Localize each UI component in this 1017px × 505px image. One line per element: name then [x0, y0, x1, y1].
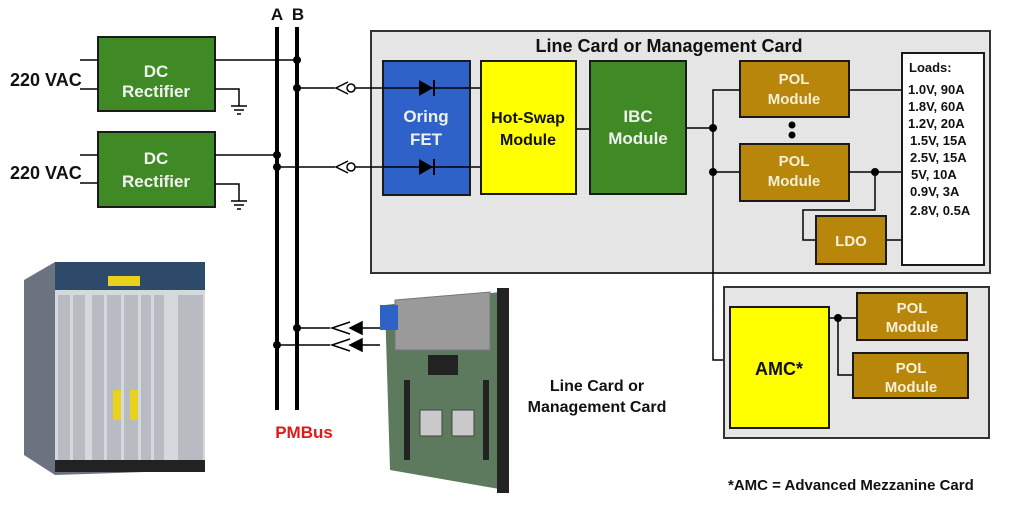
svg-text:IBC: IBC	[623, 107, 652, 126]
bus-b: B	[292, 5, 304, 410]
line-card-title: Line Card or Management Card	[535, 36, 802, 56]
pmbus-connector-icon	[297, 320, 380, 336]
load-item: 2.5V, 15A	[910, 150, 967, 165]
load-item: 0.9V, 3A	[910, 184, 960, 199]
ac-input-label: 220 VAC	[10, 163, 82, 183]
svg-text:Module: Module	[500, 132, 556, 149]
pol-module-2: POL Module	[739, 143, 850, 202]
svg-text:DC: DC	[144, 62, 169, 81]
svg-text:Rectifier: Rectifier	[122, 82, 190, 101]
svg-text:AMC*: AMC*	[755, 359, 803, 379]
svg-text:Module: Module	[886, 319, 939, 336]
junction-dot	[834, 314, 842, 322]
bus-a: A	[271, 5, 283, 410]
amc-pol-module-2: POL Module	[852, 352, 969, 399]
oring-fet-block: Oring FET	[382, 60, 471, 196]
dc-rectifier-2: DC Rectifier	[97, 131, 216, 208]
ac-input-label: 220 VAC	[10, 70, 82, 90]
ac-input-2: 220 VAC	[10, 154, 98, 184]
ac-input-1: 220 VAC	[10, 59, 98, 90]
loads-box: Loads: 1.0V, 90A 1.8V, 60A 1.2V, 20A 1.5…	[901, 52, 985, 266]
chassis-photo	[24, 262, 205, 475]
svg-text:Module: Module	[608, 129, 668, 148]
svg-text:LDO: LDO	[835, 233, 867, 250]
junction-dot	[709, 168, 717, 176]
junction-dot	[709, 124, 717, 132]
svg-text:POL: POL	[896, 360, 927, 377]
ground-icon	[215, 88, 247, 115]
junction-dot	[273, 151, 281, 159]
diode-icon	[419, 159, 435, 175]
footnote: *AMC = Advanced Mezzanine Card	[728, 477, 974, 494]
amc-block: AMC*	[729, 306, 830, 429]
ellipsis-dot	[788, 131, 796, 139]
hot-swap-block: Hot-Swap Module	[480, 60, 577, 195]
ground-icon	[215, 183, 247, 210]
svg-text:Rectifier: Rectifier	[122, 172, 190, 191]
line-card-photo	[380, 288, 509, 493]
load-item: 2.8V, 0.5A	[910, 203, 971, 218]
junction-dot	[293, 56, 301, 64]
svg-text:POL: POL	[779, 71, 810, 88]
pmbus-connector-icon	[277, 337, 380, 353]
ibc-module-block: IBC Module	[589, 60, 687, 195]
svg-text:Module: Module	[885, 379, 938, 396]
svg-text:Hot-Swap: Hot-Swap	[491, 110, 565, 127]
amc-pol-module-1: POL Module	[856, 292, 968, 341]
pmbus-label: PMBus	[275, 423, 333, 442]
svg-text:Oring: Oring	[403, 107, 448, 126]
junction-dot	[871, 168, 879, 176]
bus-a-label: A	[271, 5, 283, 24]
loads-title: Loads:	[909, 60, 952, 75]
load-item: 1.5V, 15A	[910, 133, 967, 148]
load-item: 1.8V, 60A	[908, 99, 965, 114]
ellipsis-dot	[788, 121, 796, 129]
svg-text:POL: POL	[779, 153, 810, 170]
diode-icon	[419, 80, 435, 96]
svg-text:FET: FET	[410, 130, 443, 149]
load-item: 1.0V, 90A	[908, 82, 965, 97]
svg-text:POL: POL	[897, 300, 928, 317]
load-item: 1.2V, 20A	[908, 116, 965, 131]
ldo-block: LDO	[815, 215, 887, 265]
photo-caption: Management Card	[528, 399, 667, 416]
svg-text:DC: DC	[144, 149, 169, 168]
photo-caption: Line Card or	[550, 378, 644, 395]
dc-rectifier-1: DC Rectifier	[97, 36, 216, 112]
pol-module-1: POL Module	[739, 60, 850, 118]
svg-text:Module: Module	[768, 173, 821, 190]
svg-text:Module: Module	[768, 91, 821, 108]
load-item: 5V, 10A	[911, 167, 957, 182]
bus-b-label: B	[292, 5, 304, 24]
